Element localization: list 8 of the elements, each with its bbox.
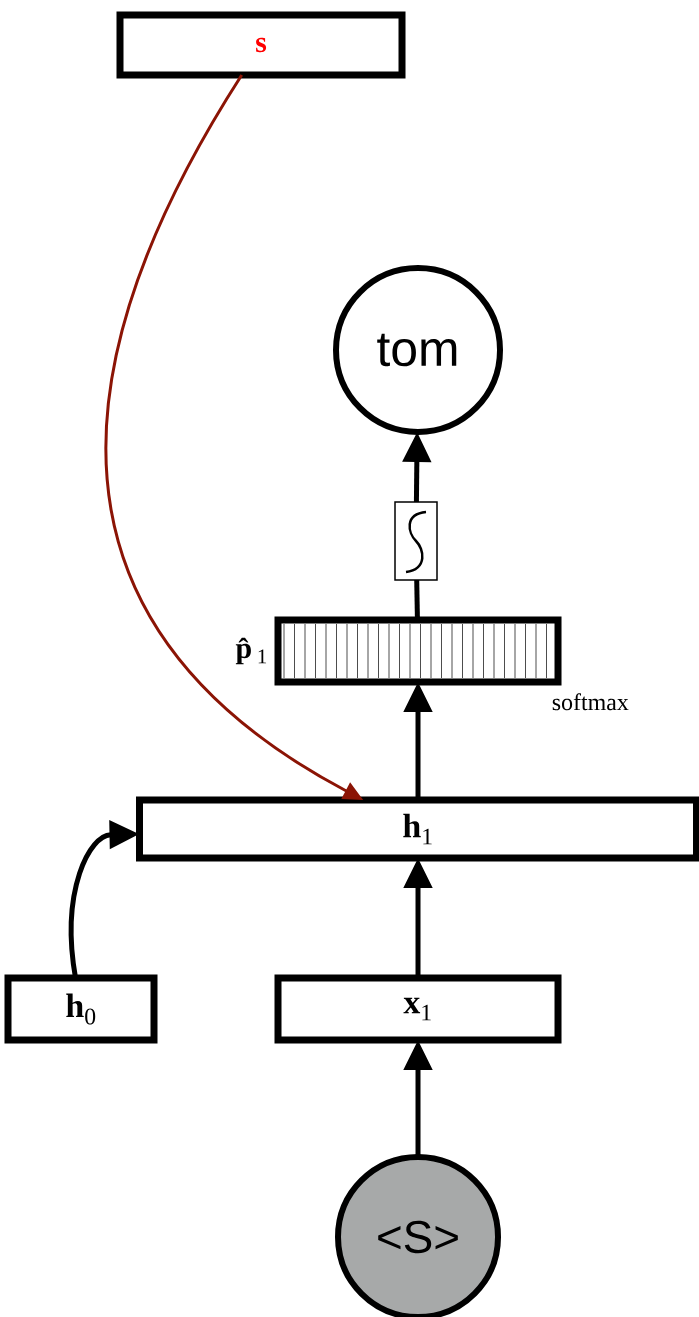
- probability-bar: [274, 616, 562, 686]
- vector-label: p̂$_{1}$: [235, 637, 267, 665]
- sampling-box: [394, 501, 438, 581]
- input-box: x$_{1}$: [274, 974, 562, 1044]
- hidden-state-box: h$_{0}$: [4, 974, 158, 1044]
- vector-box: s: [116, 11, 406, 79]
- function-label: softmax: [552, 693, 629, 711]
- hidden-state-box: h$_{1}$: [136, 796, 699, 862]
